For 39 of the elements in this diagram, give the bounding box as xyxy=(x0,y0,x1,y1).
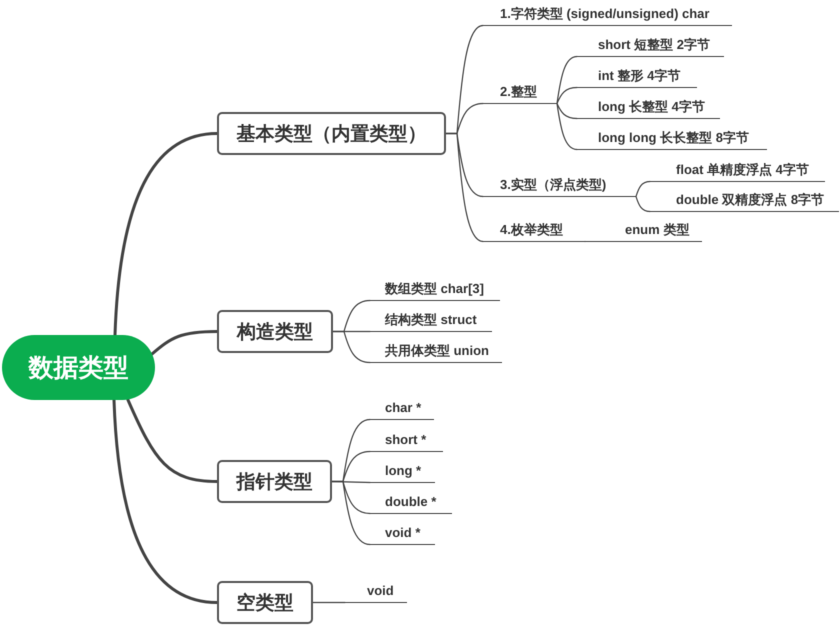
branch-line xyxy=(556,102,578,120)
subtopic: int 整形 4字节 xyxy=(577,67,697,88)
subtopic: 4.枚举类型 xyxy=(483,221,585,242)
subtopic: 共用体类型 union xyxy=(370,342,502,363)
topic-box: 指针类型 xyxy=(217,460,332,503)
branch-line xyxy=(332,330,371,364)
branch-line xyxy=(150,330,218,356)
central-topic: 数据类型 xyxy=(2,335,155,400)
branch-line xyxy=(556,56,578,104)
subtopic: 结构类型 struct xyxy=(370,311,492,332)
branch-line xyxy=(114,132,218,336)
topic-box: 构造类型 xyxy=(217,310,333,353)
branch-line xyxy=(556,102,578,150)
topic-box: 基本类型（内置类型） xyxy=(217,112,446,155)
subtopic: void * xyxy=(370,524,435,545)
subtopic: double 双精度浮点 8字节 xyxy=(650,191,839,212)
subtopic: short * xyxy=(370,431,443,452)
subtopic: short 短整型 2字节 xyxy=(577,36,724,57)
subtopic: 1.字符类型 (signed/unsigned) char xyxy=(483,5,732,26)
branch-line xyxy=(556,86,578,104)
subtopic: double * xyxy=(370,493,452,514)
subtopic: enum 类型 xyxy=(585,221,702,242)
branch-line xyxy=(635,196,651,212)
branch-line xyxy=(126,398,218,483)
branch-line xyxy=(445,132,484,242)
subtopic: 数组类型 char[3] xyxy=(370,280,500,301)
subtopic: char * xyxy=(370,399,434,420)
subtopic: long * xyxy=(370,462,435,483)
subtopic: 2.整型 xyxy=(483,83,557,104)
subtopic: long long 长长整型 8字节 xyxy=(577,129,767,150)
subtopic: long 长整型 4字节 xyxy=(577,98,720,119)
branch-line xyxy=(312,602,346,604)
subtopic: void xyxy=(345,582,407,603)
subtopic: 3.实型（浮点类型) xyxy=(483,176,636,197)
branch-line xyxy=(635,180,651,198)
topic-box: 空类型 xyxy=(217,581,313,624)
subtopic: float 单精度浮点 4字节 xyxy=(650,161,825,182)
branch-line xyxy=(112,398,218,604)
branch-line xyxy=(331,480,371,546)
